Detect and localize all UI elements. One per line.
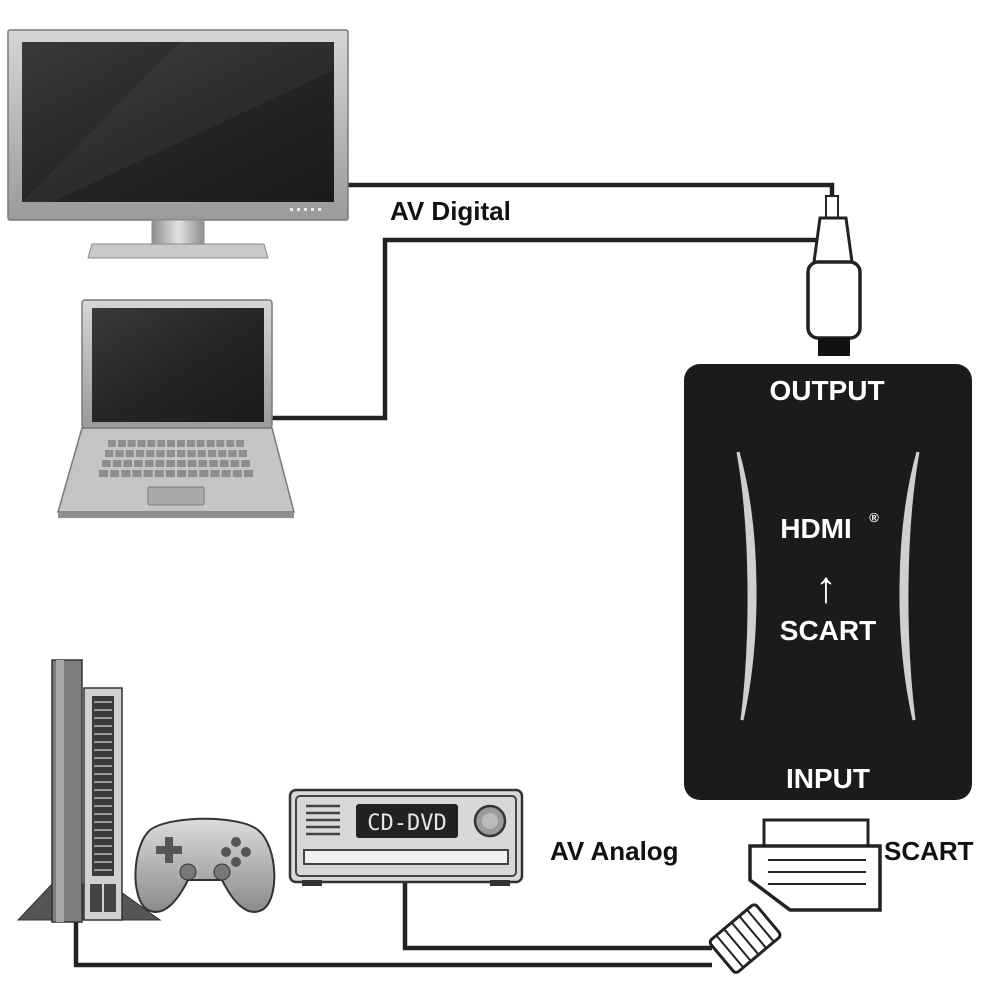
laptop-key <box>199 470 209 477</box>
player-display: CD-DVD <box>367 811 446 836</box>
cable-laptop-hdmi <box>268 237 826 421</box>
cd-dvd-player: CD-DVD <box>288 788 524 886</box>
laptop-key <box>144 460 154 467</box>
laptop-key <box>216 440 225 447</box>
laptop-key <box>112 460 122 467</box>
converter-input-label: INPUT <box>786 763 870 794</box>
laptop-key <box>99 470 109 477</box>
laptop-key <box>177 460 186 467</box>
laptop-key <box>117 440 126 447</box>
laptop-key <box>187 460 197 467</box>
converter-arrow: ↑ <box>815 563 837 612</box>
laptop-key <box>188 470 198 477</box>
laptop-key <box>134 460 143 467</box>
converter-hdmi-label: HDMI <box>780 513 852 544</box>
laptop-key <box>243 470 253 477</box>
laptop-key <box>207 450 217 457</box>
laptop-key <box>123 460 133 467</box>
av-digital-label: AV Digital <box>390 196 511 226</box>
laptop-key <box>166 460 175 467</box>
laptop-key <box>167 440 175 447</box>
laptop-key <box>218 450 227 457</box>
converter-scart-label: SCART <box>780 615 876 646</box>
tv-buttons <box>290 208 321 211</box>
laptop-key <box>177 470 187 477</box>
laptop-key <box>206 440 215 447</box>
laptop-key <box>196 440 205 447</box>
laptop-key <box>177 450 186 457</box>
laptop-key <box>115 450 124 457</box>
laptop-key <box>135 450 145 457</box>
laptop-key <box>198 460 208 467</box>
laptop-key <box>125 450 134 457</box>
laptop-key <box>137 440 146 447</box>
laptop-key <box>156 450 165 457</box>
laptop-key <box>230 460 240 467</box>
laptop-key <box>226 440 235 447</box>
laptop-key <box>147 440 156 447</box>
hdmi-plug <box>806 195 862 356</box>
laptop-key <box>121 470 131 477</box>
game-console <box>16 659 162 923</box>
laptop-key <box>157 440 166 447</box>
tv-monitor <box>7 29 349 259</box>
av-analog-label: AV Analog <box>550 836 679 866</box>
converter-output-label: OUTPUT <box>769 375 884 406</box>
laptop-key <box>143 470 153 477</box>
laptop-key <box>241 460 250 467</box>
laptop-key <box>108 440 116 447</box>
laptop-key <box>105 450 114 457</box>
laptop-key <box>238 450 247 457</box>
laptop-key <box>127 440 136 447</box>
laptop-key <box>197 450 206 457</box>
scart-label: SCART <box>884 836 974 866</box>
laptop-key <box>102 460 111 467</box>
laptop-key <box>209 460 218 467</box>
converter-registered-mark: ® <box>869 510 879 525</box>
laptop-key <box>210 470 220 477</box>
laptop-key <box>221 470 231 477</box>
laptop-key <box>146 450 155 457</box>
laptop-key <box>166 450 175 457</box>
laptop-key <box>155 460 165 467</box>
scart-plug <box>708 818 882 974</box>
laptop <box>57 299 295 518</box>
laptop-key <box>219 460 229 467</box>
laptop-key <box>165 470 175 477</box>
cable-console-scart <box>73 920 712 968</box>
console-vents <box>94 701 112 871</box>
cable-dvd-scart <box>402 880 712 951</box>
gamepad <box>134 817 276 913</box>
player-vents <box>306 804 340 836</box>
laptop-key <box>177 440 185 447</box>
laptop-key <box>187 450 196 457</box>
laptop-keyboard <box>99 440 253 477</box>
laptop-key <box>232 470 242 477</box>
laptop-key <box>186 440 195 447</box>
laptop-key <box>132 470 142 477</box>
laptop-key <box>228 450 237 457</box>
converter-box: OUTPUT HDMI ® ↑ SCART INPUT <box>684 364 972 800</box>
laptop-key <box>154 470 164 477</box>
laptop-key <box>236 440 244 447</box>
laptop-key <box>110 470 120 477</box>
